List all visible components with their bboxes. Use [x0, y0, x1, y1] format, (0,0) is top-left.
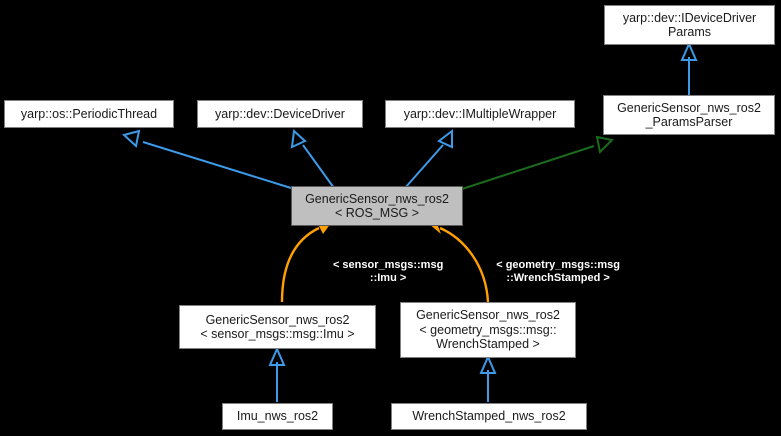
node-GenericSensor-nws-ros2-ROS-MSG[interactable]: GenericSensor_nws_ros2 < ROS_MSG >	[291, 186, 463, 226]
node-Imu-nws-ros2[interactable]: Imu_nws_ros2	[222, 403, 333, 430]
node-WrenchStamped-nws-ros2[interactable]: WrenchStamped_nws_ros2	[391, 403, 587, 430]
node-label-line: WrenchStamped_nws_ros2	[412, 409, 566, 424]
node-label-line: < sensor_msgs::msg::Imu >	[200, 327, 355, 341]
node-label-line: GenericSensor_nws_ros2	[416, 308, 560, 323]
node-label-line: yarp::dev::DeviceDriver	[215, 106, 345, 121]
node-yarp-dev-IMultipleWrapper[interactable]: yarp::dev::IMultipleWrapper	[385, 100, 575, 128]
edge-genericrosmsg-to-paramsparser	[461, 135, 615, 190]
node-label-line: GenericSensor_nws_ros2	[617, 100, 761, 115]
edge-wrenchnws-to-genericwrench	[479, 354, 497, 402]
node-yarp-dev-IDeviceDriverParams[interactable]: yarp::dev::IDeviceDriver Params	[604, 5, 775, 45]
edge-label-sensor-msgs-Imu: < sensor_msgs::msg ::Imu >	[308, 246, 456, 298]
edge-paramsparser-to-idevicedriverparams	[680, 41, 698, 96]
node-label-line: yarp::os::PeriodicThread	[20, 106, 158, 121]
edge-label-line: < sensor_msgs::msg	[332, 259, 444, 271]
edge-genericrosmsg-to-devicedriver	[290, 128, 335, 189]
node-label-line: < ROS_MSG >	[334, 206, 420, 220]
node-label-line: Imu_nws_ros2	[236, 409, 319, 424]
node-label-line: yarp::dev::IMultipleWrapper	[403, 106, 557, 121]
edge-label-line: ::WrenchStamped >	[506, 272, 610, 284]
edge-label-line: ::Imu >	[369, 272, 407, 284]
node-GenericSensor-nws-ros2-ParamsParser[interactable]: GenericSensor_nws_ros2 _ParamsParser	[603, 95, 775, 135]
edge-imunws-to-genericimu	[268, 346, 286, 402]
node-label-line: GenericSensor_nws_ros2	[205, 312, 350, 327]
edge-label-line: < geometry_msgs::msg	[496, 259, 621, 271]
node-label-line: yarp::dev::IDeviceDriver	[622, 10, 757, 25]
node-yarp-dev-DeviceDriver[interactable]: yarp::dev::DeviceDriver	[197, 100, 363, 128]
node-label-line: < geometry_msgs::msg::	[419, 322, 557, 337]
node-GenericSensor-nws-ros2-WrenchStamped[interactable]: GenericSensor_nws_ros2 < geometry_msgs::…	[400, 302, 576, 358]
node-label-line: _ParamsParser	[645, 115, 733, 129]
node-GenericSensor-nws-ros2-Imu[interactable]: GenericSensor_nws_ros2 < sensor_msgs::ms…	[179, 305, 376, 349]
node-yarp-os-PeriodicThread[interactable]: yarp::os::PeriodicThread	[4, 100, 174, 128]
edge-label-geometry-msgs-WrenchStamped: < geometry_msgs::msg ::WrenchStamped >	[467, 246, 637, 298]
node-label-line: WrenchStamped >	[436, 337, 540, 352]
node-label-line: GenericSensor_nws_ros2	[305, 191, 449, 206]
edge-genericrosmsg-to-imultiplewrapper	[404, 128, 453, 189]
node-label-line: Params	[667, 25, 712, 39]
edge-genericrosmsg-to-periodicthread	[121, 129, 292, 189]
